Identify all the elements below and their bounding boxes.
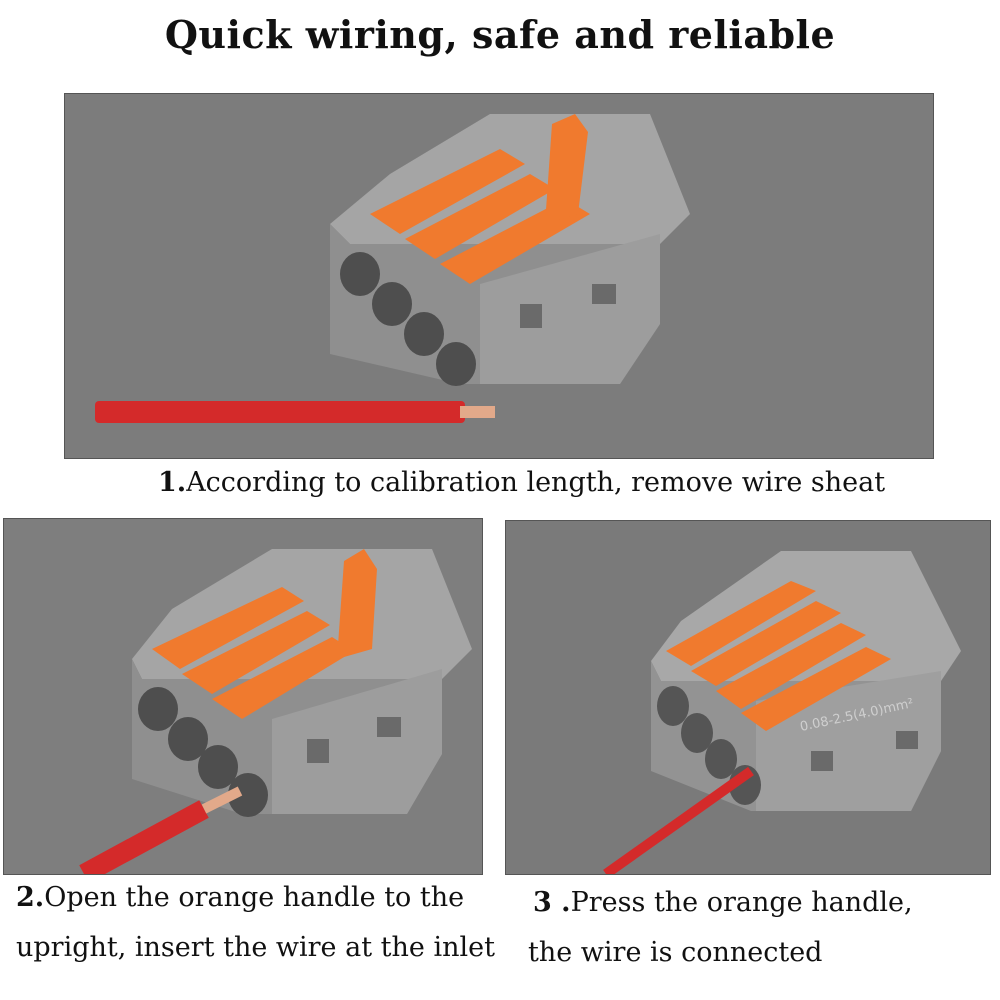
step-2-text-line1: Open the orange handle to the [44, 882, 465, 913]
step-3-number: 3 . [533, 887, 571, 918]
step-1-text: According to calibration length, remove … [186, 467, 886, 498]
step-1-number: 1. [158, 467, 187, 498]
wire-connector [330, 114, 690, 386]
page-title: Quick wiring, safe and reliable [164, 12, 836, 57]
wire [79, 786, 243, 874]
wire-connector [132, 549, 472, 817]
step-3-caption-line2: the wire is connected [528, 937, 823, 968]
step-2-image [3, 518, 483, 875]
step-3-text-line1: Press the orange handle, [570, 887, 913, 918]
step-1-caption: 1.According to calibration length, remov… [158, 467, 885, 499]
step-2-caption-line2: upright, insert the wire at the inlet [16, 932, 495, 963]
step-3-image: 0.08-2.5(4.0)mm² [505, 520, 991, 875]
step-2-number: 2. [16, 882, 45, 913]
step-3-caption-line1: 3 .Press the orange handle, [533, 887, 913, 919]
wire-connector: 0.08-2.5(4.0)mm² [651, 551, 961, 811]
step-2-caption-line1: 2.Open the orange handle to the [16, 882, 464, 914]
wire [603, 766, 754, 874]
step-1-image [64, 93, 934, 459]
stripped-wire [95, 401, 495, 423]
